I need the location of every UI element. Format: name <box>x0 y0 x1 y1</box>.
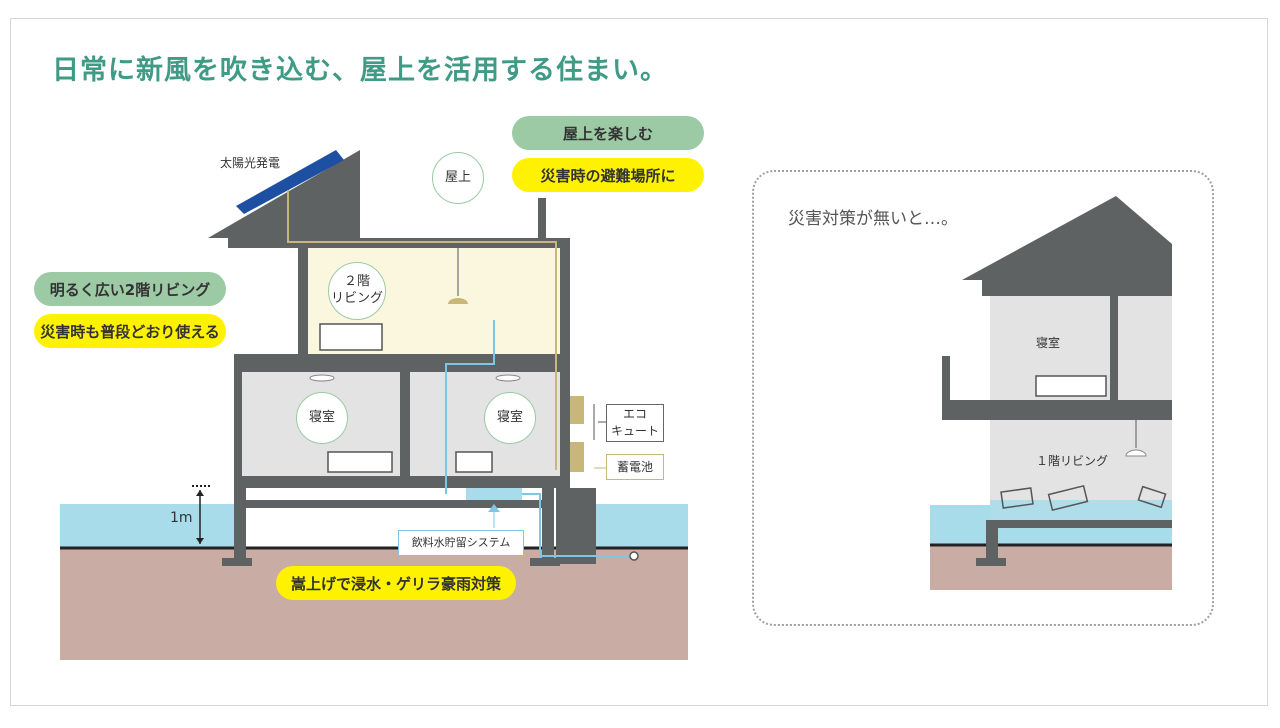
comparison-bedroom-label: 寝室 <box>1036 336 1061 350</box>
bedroom-right-label: 寝室 <box>484 392 536 444</box>
comparison-roof <box>962 196 1172 280</box>
figure-frame <box>10 18 1268 706</box>
callout-living-disaster: 災害時も普段どおり使える <box>34 314 226 348</box>
comparison-ground <box>930 545 1172 590</box>
ecocute-label: エコ キュート <box>606 404 664 442</box>
roof <box>208 150 360 238</box>
callout-rooftop-enjoy: 屋上を楽しむ <box>512 116 704 150</box>
water-storage-label: 飲料水貯留システム <box>398 530 524 556</box>
comparison-title: 災害対策が無いと…。 <box>788 209 958 229</box>
solar-panel-icon <box>236 150 344 214</box>
callout-raised-floor: 嵩上げで浸水・ゲリラ豪雨対策 <box>276 566 516 600</box>
flood-water-left <box>60 504 240 548</box>
flood-height-label: 1m <box>170 510 193 526</box>
page-title: 日常に新風を吹き込む、屋上を活用する住まい。 <box>52 55 668 86</box>
callout-rooftop-evacuation: 災害時の避難場所に <box>512 158 704 192</box>
callout-living-bright: 明るく広い2階リビング <box>34 272 226 306</box>
flood-water-right <box>596 504 688 548</box>
solar-panel-label: 太陽光発電 <box>220 156 281 170</box>
comparison-living-label: １階リビング <box>1036 454 1109 468</box>
rooftop-label: 屋上 <box>432 152 484 204</box>
comparison-panel <box>752 170 1214 626</box>
battery-label: 蓄電池 <box>606 454 664 480</box>
bedroom-left-label: 寝室 <box>296 392 348 444</box>
living-room-label: ２階 リビング <box>328 262 386 320</box>
